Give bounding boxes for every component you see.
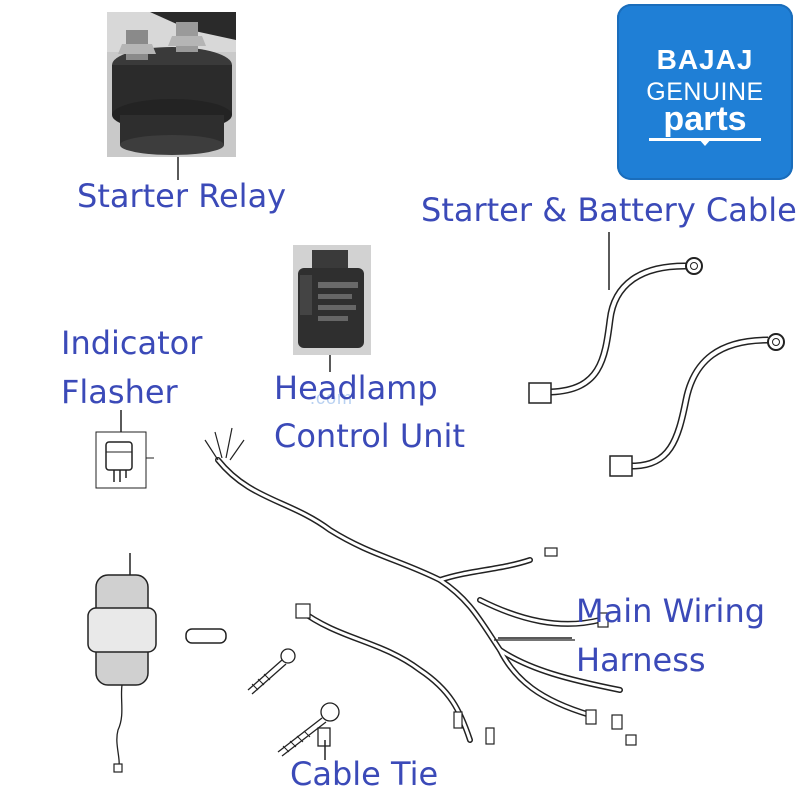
logo-genuine: GENUINE: [646, 78, 764, 106]
label-main-wiring-line1: Main Wiring: [576, 592, 766, 630]
label-indicator-flasher-line1: Indicator: [61, 324, 203, 362]
label-headlamp-line1: Headlamp: [274, 369, 438, 407]
logo-brand: BAJAJ: [656, 44, 754, 75]
label-main-wiring-line2: Harness: [576, 641, 706, 679]
logo-underline-marker: [698, 138, 712, 146]
label-starter-battery-cable: Starter & Battery Cable: [421, 191, 797, 229]
bajaj-genuine-parts-logo: BAJAJ GENUINE parts: [617, 4, 793, 180]
label-headlamp-line2: Control Unit: [274, 417, 465, 455]
label-starter-relay: Starter Relay: [77, 177, 287, 215]
logo-parts: parts: [663, 100, 747, 138]
label-indicator-flasher-line2: Flasher: [61, 373, 178, 411]
label-cable-tie: Cable Tie: [290, 755, 439, 793]
watermark: .com: [310, 388, 354, 408]
